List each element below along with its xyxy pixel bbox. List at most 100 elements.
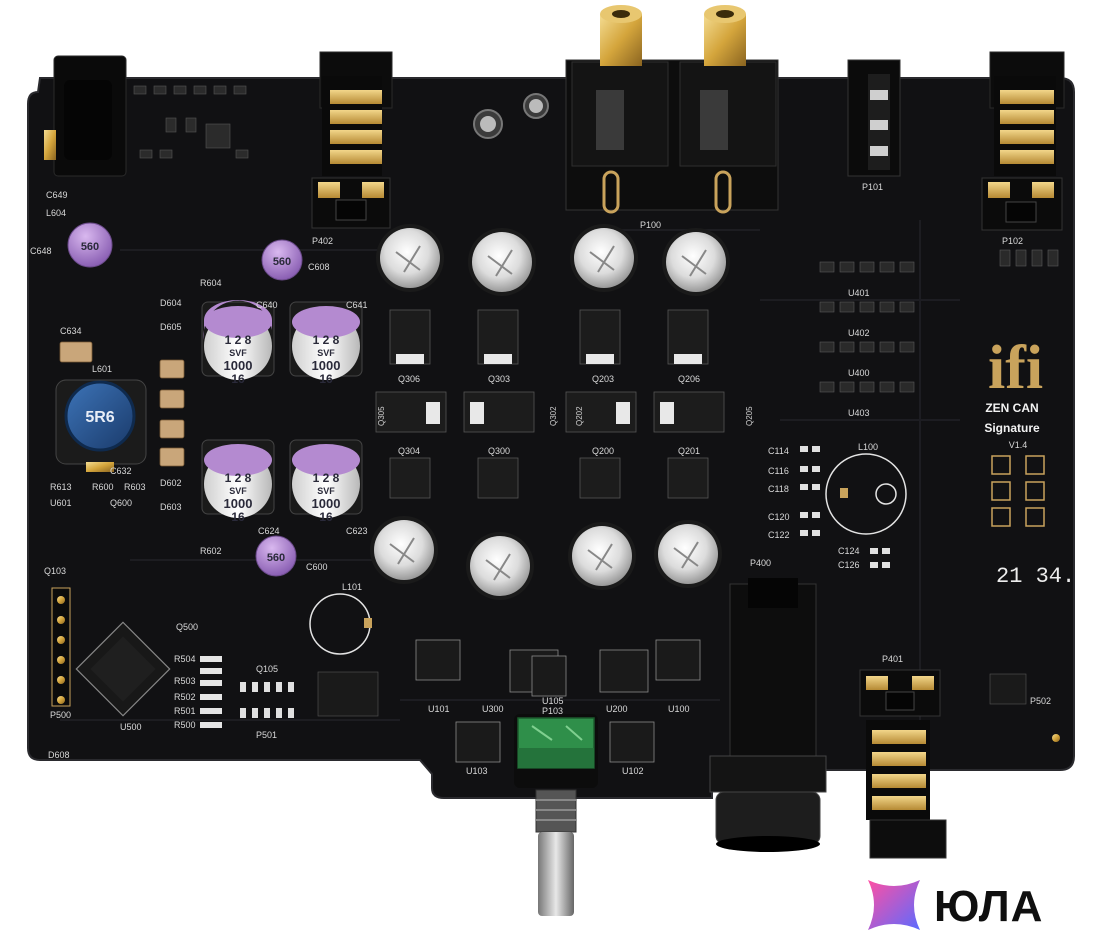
svg-text:U200: U200: [606, 704, 628, 714]
svg-text:U100: U100: [668, 704, 690, 714]
big-cap-2: 1 2 8 SVF 1000 16: [289, 301, 363, 386]
svg-text:C608: C608: [308, 262, 330, 272]
svg-text:Q205: Q205: [745, 406, 754, 426]
svg-text:C120: C120: [768, 512, 790, 522]
svg-text:C116: C116: [768, 466, 789, 476]
svg-text:R502: R502: [174, 692, 196, 702]
svg-text:U101: U101: [428, 704, 450, 714]
svg-text:C124: C124: [838, 546, 860, 556]
svg-text:1000: 1000: [224, 358, 253, 373]
silver-cap-row-bottom: [370, 516, 722, 600]
svg-text:560: 560: [81, 241, 99, 253]
svg-text:C118: C118: [768, 484, 789, 494]
version-label: V1.4: [1009, 440, 1028, 450]
small-cap-c648: 560: [67, 222, 113, 268]
rca-jacks: [565, 5, 779, 214]
svg-text:P101: P101: [862, 182, 883, 192]
coil-l100: [825, 453, 907, 535]
svg-text:Q202: Q202: [575, 406, 584, 426]
svg-text:U300: U300: [482, 704, 504, 714]
date-code: 21 34.: [996, 564, 1075, 589]
svg-text:P502: P502: [1030, 696, 1051, 706]
header-p500: [51, 587, 71, 707]
svg-text:C648: C648: [30, 246, 52, 256]
svg-text:D608: D608: [48, 750, 70, 760]
svg-text:Q200: Q200: [592, 446, 614, 456]
svg-text:560: 560: [273, 256, 291, 268]
svg-text:U402: U402: [848, 328, 870, 338]
big-cap-3: 1 2 8 SVF 1000 16: [201, 439, 275, 524]
svg-text:R503: R503: [174, 676, 196, 686]
svg-text:1 2 8: 1 2 8: [313, 333, 340, 347]
svg-text:C640: C640: [256, 300, 278, 310]
volume-pot: [514, 714, 598, 916]
svg-text:1000: 1000: [224, 496, 253, 511]
svg-text:1000: 1000: [312, 496, 341, 511]
svg-text:U601: U601: [50, 498, 72, 508]
svg-text:C649: C649: [46, 190, 68, 200]
svg-text:C126: C126: [838, 560, 860, 570]
svg-text:P100: P100: [640, 220, 661, 230]
balanced-jack-p102: [981, 51, 1065, 231]
jack-p400: [709, 578, 827, 852]
svg-text:D605: D605: [160, 322, 182, 332]
svg-text:U105: U105: [542, 696, 564, 706]
svg-text:C641: C641: [346, 300, 368, 310]
svg-text:D604: D604: [160, 298, 182, 308]
svg-text:R603: R603: [124, 482, 146, 492]
svg-text:1 2 8: 1 2 8: [225, 471, 252, 485]
svg-text:Q305: Q305: [377, 406, 386, 426]
svg-text:P501: P501: [256, 730, 277, 740]
svg-text:Q105: Q105: [256, 664, 278, 674]
svg-text:U500: U500: [120, 722, 142, 732]
inductor-l601: 5R6: [55, 379, 147, 472]
svg-text:Q201: Q201: [678, 446, 700, 456]
svg-text:Q203: Q203: [592, 374, 614, 384]
svg-text:Q103: Q103: [44, 566, 66, 576]
watermark-text: ЮЛА: [934, 882, 1044, 931]
svg-text:Q500: Q500: [176, 622, 198, 632]
big-cap-4: 1 2 8 SVF 1000 16: [289, 439, 363, 524]
svg-text:R602: R602: [200, 546, 222, 556]
svg-text:C624: C624: [258, 526, 280, 536]
svg-text:L601: L601: [92, 364, 112, 374]
dc-jack: [44, 55, 127, 177]
svg-text:U401: U401: [848, 288, 870, 298]
svg-text:16: 16: [319, 510, 333, 524]
svg-text:1000: 1000: [312, 358, 341, 373]
svg-text:P401: P401: [882, 654, 903, 664]
svg-text:SVF: SVF: [229, 486, 247, 496]
svg-text:Q303: Q303: [488, 374, 510, 384]
silver-cap-row-top: [376, 224, 730, 296]
svg-text:SVF: SVF: [317, 486, 335, 496]
svg-text:P500: P500: [50, 710, 71, 720]
svg-text:R613: R613: [50, 482, 72, 492]
svg-text:16: 16: [231, 510, 245, 524]
svg-text:D603: D603: [160, 502, 182, 512]
svg-text:U400: U400: [848, 368, 870, 378]
svg-text:D602: D602: [160, 478, 182, 488]
balanced-jack-p401: [859, 669, 947, 859]
svg-text:16: 16: [231, 372, 245, 386]
svg-text:Q206: Q206: [678, 374, 700, 384]
svg-text:P400: P400: [750, 558, 771, 568]
svg-text:C632: C632: [110, 466, 132, 476]
balanced-jack-p402: [311, 51, 393, 229]
mcu-u500: [75, 621, 171, 717]
svg-text:L100: L100: [858, 442, 878, 452]
svg-text:U103: U103: [466, 766, 488, 776]
svg-text:L101: L101: [342, 582, 362, 592]
small-cap-c600: 560: [255, 535, 297, 577]
header-p501: [240, 682, 294, 718]
svg-text:P102: P102: [1002, 236, 1023, 246]
svg-text:C122: C122: [768, 530, 790, 540]
svg-text:C623: C623: [346, 526, 368, 536]
svg-text:SVF: SVF: [317, 348, 335, 358]
ifi-logo: ifi: [988, 334, 1043, 402]
svg-text:R604: R604: [200, 278, 222, 288]
svg-text:1 2 8: 1 2 8: [225, 333, 252, 347]
model-line1: ZEN CAN: [985, 401, 1038, 415]
model-line2: Signature: [984, 421, 1040, 435]
jack-p101: [847, 59, 901, 177]
svg-text:1 2 8: 1 2 8: [313, 471, 340, 485]
